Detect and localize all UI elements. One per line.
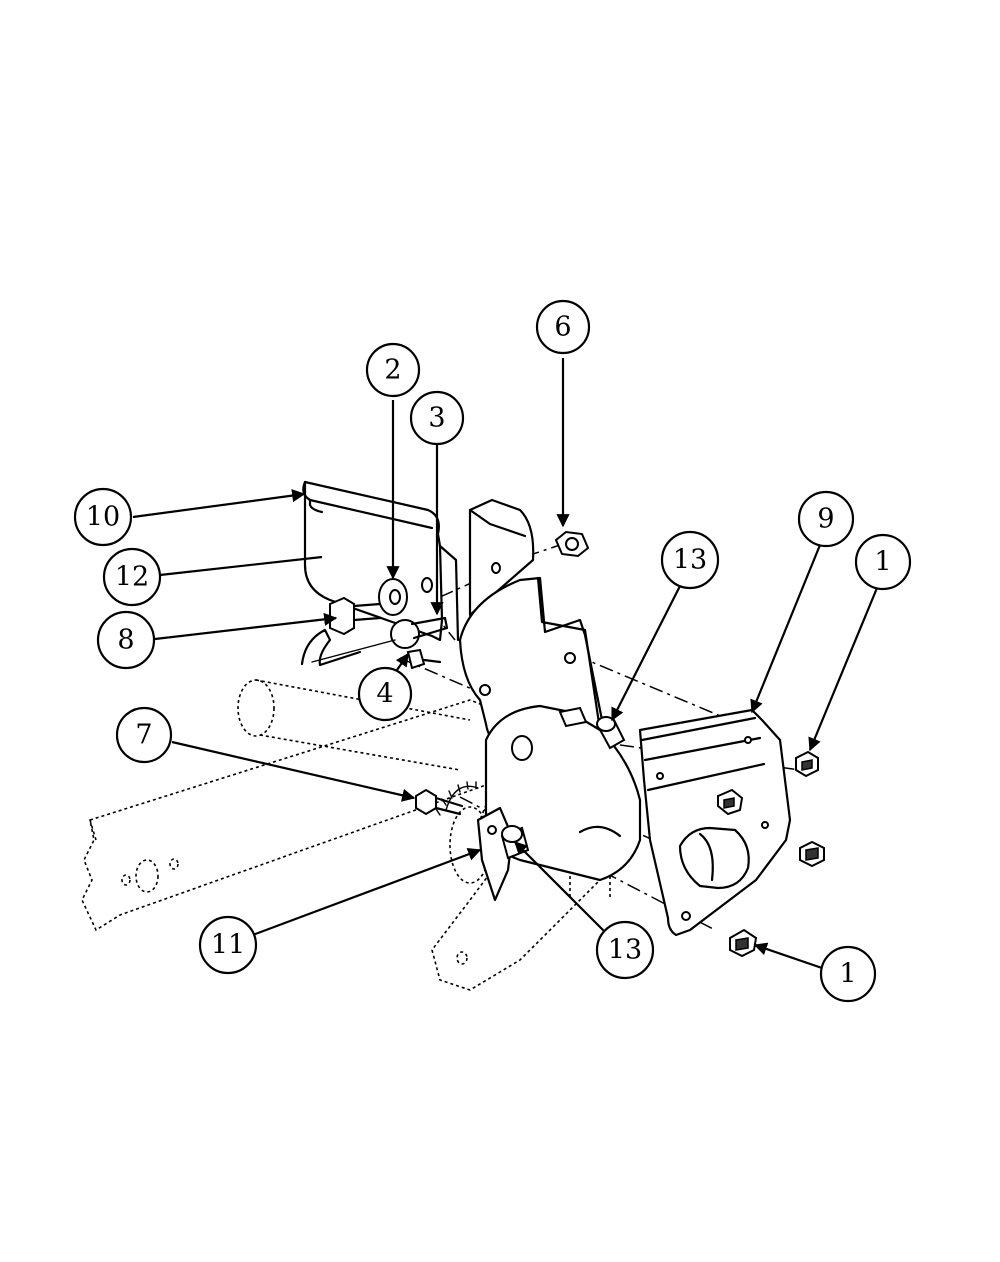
callout-13-upper-label: 13 xyxy=(673,545,707,576)
callout-11-label: 11 xyxy=(211,930,245,961)
bolt-7-part xyxy=(415,788,464,816)
upper-bracket-part xyxy=(468,498,535,617)
callout-13-upper: 13 xyxy=(660,530,720,590)
handle-cover-part xyxy=(302,480,460,642)
flange-nut-6-part xyxy=(554,530,590,558)
callout-6: 6 xyxy=(535,299,591,355)
callout-7: 7 xyxy=(115,706,173,764)
nut-1-right-part xyxy=(799,840,825,868)
callout-8: 8 xyxy=(96,610,156,670)
callout-3-label: 3 xyxy=(428,403,445,434)
callout-13-lower: 13 xyxy=(595,920,655,980)
callout-1-lower: 1 xyxy=(819,945,877,1003)
callout-1-lower-label: 1 xyxy=(839,959,856,990)
nut-1-upper-part xyxy=(795,750,819,778)
gear-edge-part xyxy=(435,781,479,816)
callout-4: 4 xyxy=(357,666,413,722)
callout-2: 2 xyxy=(365,342,421,398)
callout-6-label: 6 xyxy=(554,312,571,343)
callout-10: 10 xyxy=(73,487,133,547)
clevis-pin-part xyxy=(390,616,449,649)
callout-8-label: 8 xyxy=(117,625,134,656)
axle-tube-phantom xyxy=(237,679,471,771)
callout-12-label: 12 xyxy=(115,562,149,593)
nut-1-lower-part xyxy=(729,928,758,958)
callout-11: 11 xyxy=(198,915,258,975)
callout-7-label: 7 xyxy=(135,720,152,751)
nut-1-mid-part xyxy=(717,788,744,816)
right-bracket-part xyxy=(638,708,792,937)
hair-clip-part xyxy=(300,628,442,670)
callout-9: 9 xyxy=(797,490,855,548)
callout-9-label: 9 xyxy=(817,504,834,535)
callout-10-label: 10 xyxy=(86,502,120,533)
callout-2-label: 2 xyxy=(384,355,401,386)
callout-12: 12 xyxy=(102,547,162,607)
callout-1-upper-label: 1 xyxy=(874,547,891,578)
callout-13-lower-label: 13 xyxy=(608,935,642,966)
callout-4-label: 4 xyxy=(376,679,393,710)
callout-leaders xyxy=(132,358,879,970)
callout-3: 3 xyxy=(409,390,465,446)
callout-1-upper: 1 xyxy=(854,533,912,591)
washer-part xyxy=(378,578,408,616)
bushing-upper-part xyxy=(558,706,626,750)
